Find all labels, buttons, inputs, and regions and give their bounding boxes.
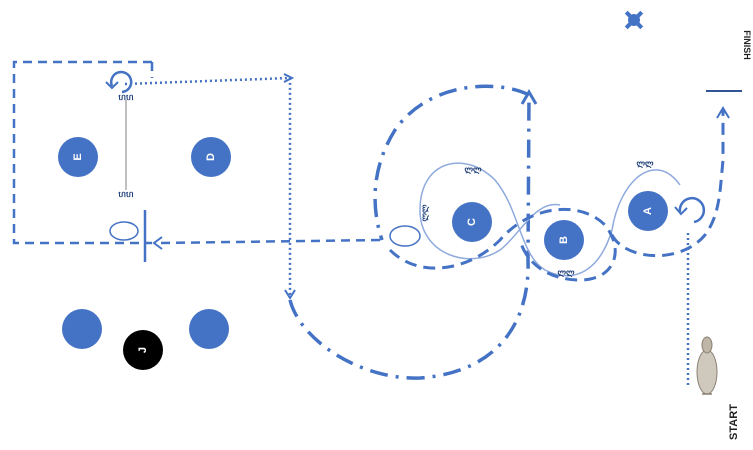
dotted-arrow-tip [284,289,296,300]
post-ellipse-left [109,221,139,241]
cone-blank-right [189,309,229,349]
finish-arrow [716,106,730,119]
cone-e: E [58,137,98,177]
big-loop-lower-route [288,94,531,380]
cone-j-label: J [137,347,149,353]
turn-arrow-a-icon [678,196,706,224]
cone-blank-left [62,309,102,349]
b-loop-route [388,207,617,282]
cone-b-label: B [558,236,570,244]
turn-arrow-top-tip [105,81,119,90]
dotted-top-route [124,76,292,296]
cone-b: B [544,220,584,260]
thin-route-lower [419,203,561,260]
cone-c-label: C [466,218,478,226]
marker-b: ლლ [557,268,575,278]
thin-route [419,162,681,277]
marker-gate-bottom: ហហ [118,190,134,199]
marker-c-top: ლლ [464,165,482,175]
post-ellipse-c [389,225,421,247]
turn-arrow-a-tip [674,206,688,216]
marker-a: ლლ [636,159,654,169]
return-arrow [152,236,163,250]
cone-c: C [452,202,492,242]
box-route [12,60,152,245]
dotted-arrow-top [283,73,295,83]
a-loop-route [610,110,725,258]
cone-a: A [628,191,668,231]
cone-e-label: E [72,153,84,160]
start-label: START [728,404,740,440]
cone-j: J [123,330,163,370]
logo-mark-icon [624,10,644,30]
turn-arrow-top-icon [109,70,133,94]
finish-label: FINISH [742,30,752,60]
marker-c-left: ლლ [420,204,430,222]
marker-gate-top: ហហ [118,93,134,102]
big-loop-arrow [520,89,538,105]
horse-rider-icon [696,336,718,395]
big-loop-route [373,84,530,241]
return-route [159,238,381,245]
cone-d: D [191,137,231,177]
cone-a-label: A [642,207,654,215]
cone-d-label: D [205,153,217,161]
